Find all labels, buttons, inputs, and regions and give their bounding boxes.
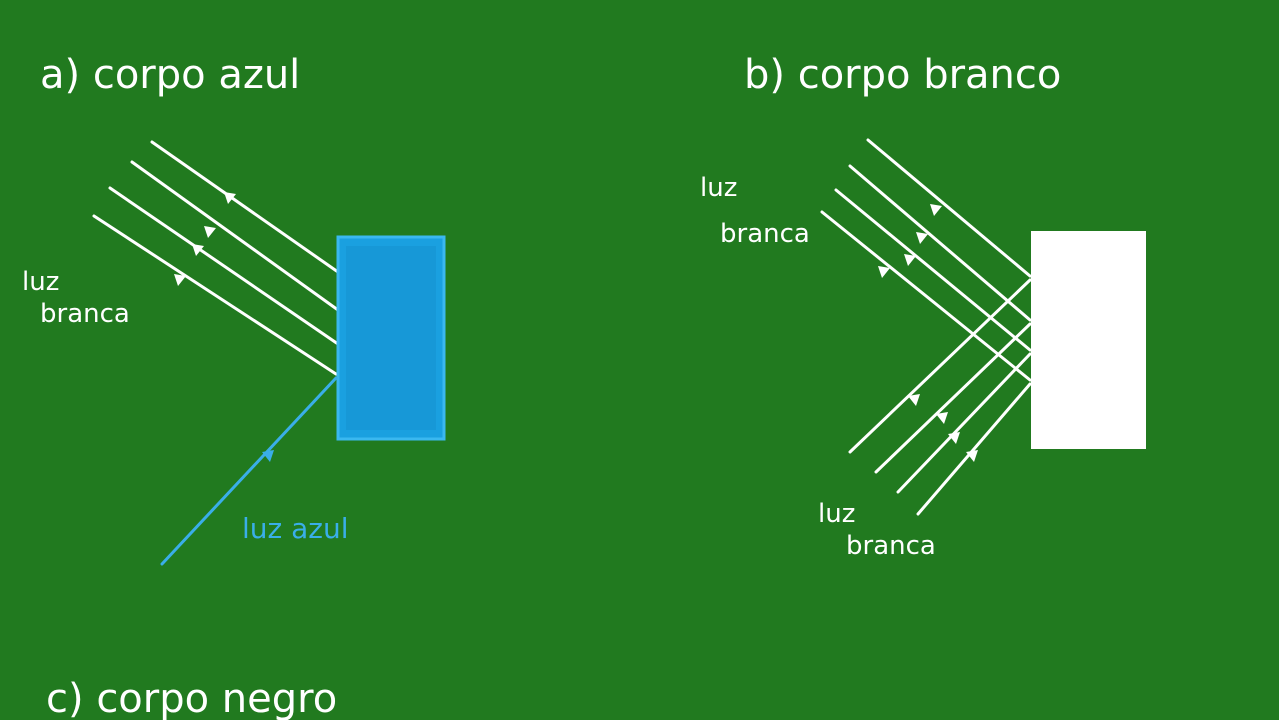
- incident-ray-a2: [130, 160, 340, 312]
- reflected-ray-b2: [874, 322, 1032, 474]
- incident-ray-a1: [150, 140, 340, 274]
- incident-ray-b4: [820, 210, 1032, 382]
- section-b-reflected-arrows: [908, 394, 978, 462]
- section-c-title: c) corpo negro: [46, 676, 337, 720]
- section-b-incident-arrows: [878, 204, 942, 278]
- section-a-incident-label-2: branca: [40, 299, 130, 329]
- blue-body-shading: [346, 246, 436, 430]
- reflected-blue-arrow: [262, 450, 274, 462]
- section-a-title: a) corpo azul: [40, 52, 300, 98]
- section-b-incident-rays: [820, 138, 1032, 382]
- white-body: [1031, 231, 1146, 449]
- incident-ray-b1: [866, 138, 1032, 278]
- section-b-reflected-label-1: luz: [818, 499, 855, 529]
- section-b-title: b) corpo branco: [744, 52, 1061, 98]
- arrow-a2: [204, 226, 216, 238]
- incident-ray-b3: [834, 188, 1032, 352]
- section-a-incident-label-1: luz: [22, 267, 59, 297]
- incident-ray-b2: [848, 164, 1032, 322]
- reflected-ray-b4: [916, 382, 1032, 516]
- reflected-ray-b3: [896, 352, 1032, 494]
- reflected-blue-ray: [160, 376, 338, 566]
- arrow-a3: [192, 244, 204, 256]
- incident-ray-a3: [108, 186, 340, 346]
- section-b-incident-label-1: luz: [700, 173, 737, 203]
- section-a-reflected-label: luz azul: [242, 512, 349, 545]
- reflected-ray-b1: [848, 278, 1032, 454]
- section-a-ray-arrows: [174, 192, 236, 286]
- section-b-reflected-label-2: branca: [846, 531, 936, 561]
- section-b-reflected-rays: [848, 278, 1032, 516]
- arrow-a1: [224, 192, 236, 204]
- incident-ray-a4: [92, 214, 338, 376]
- section-a-incident-rays: [92, 140, 340, 376]
- section-b-incident-label-2: branca: [720, 219, 810, 249]
- arrow-a4: [174, 274, 186, 286]
